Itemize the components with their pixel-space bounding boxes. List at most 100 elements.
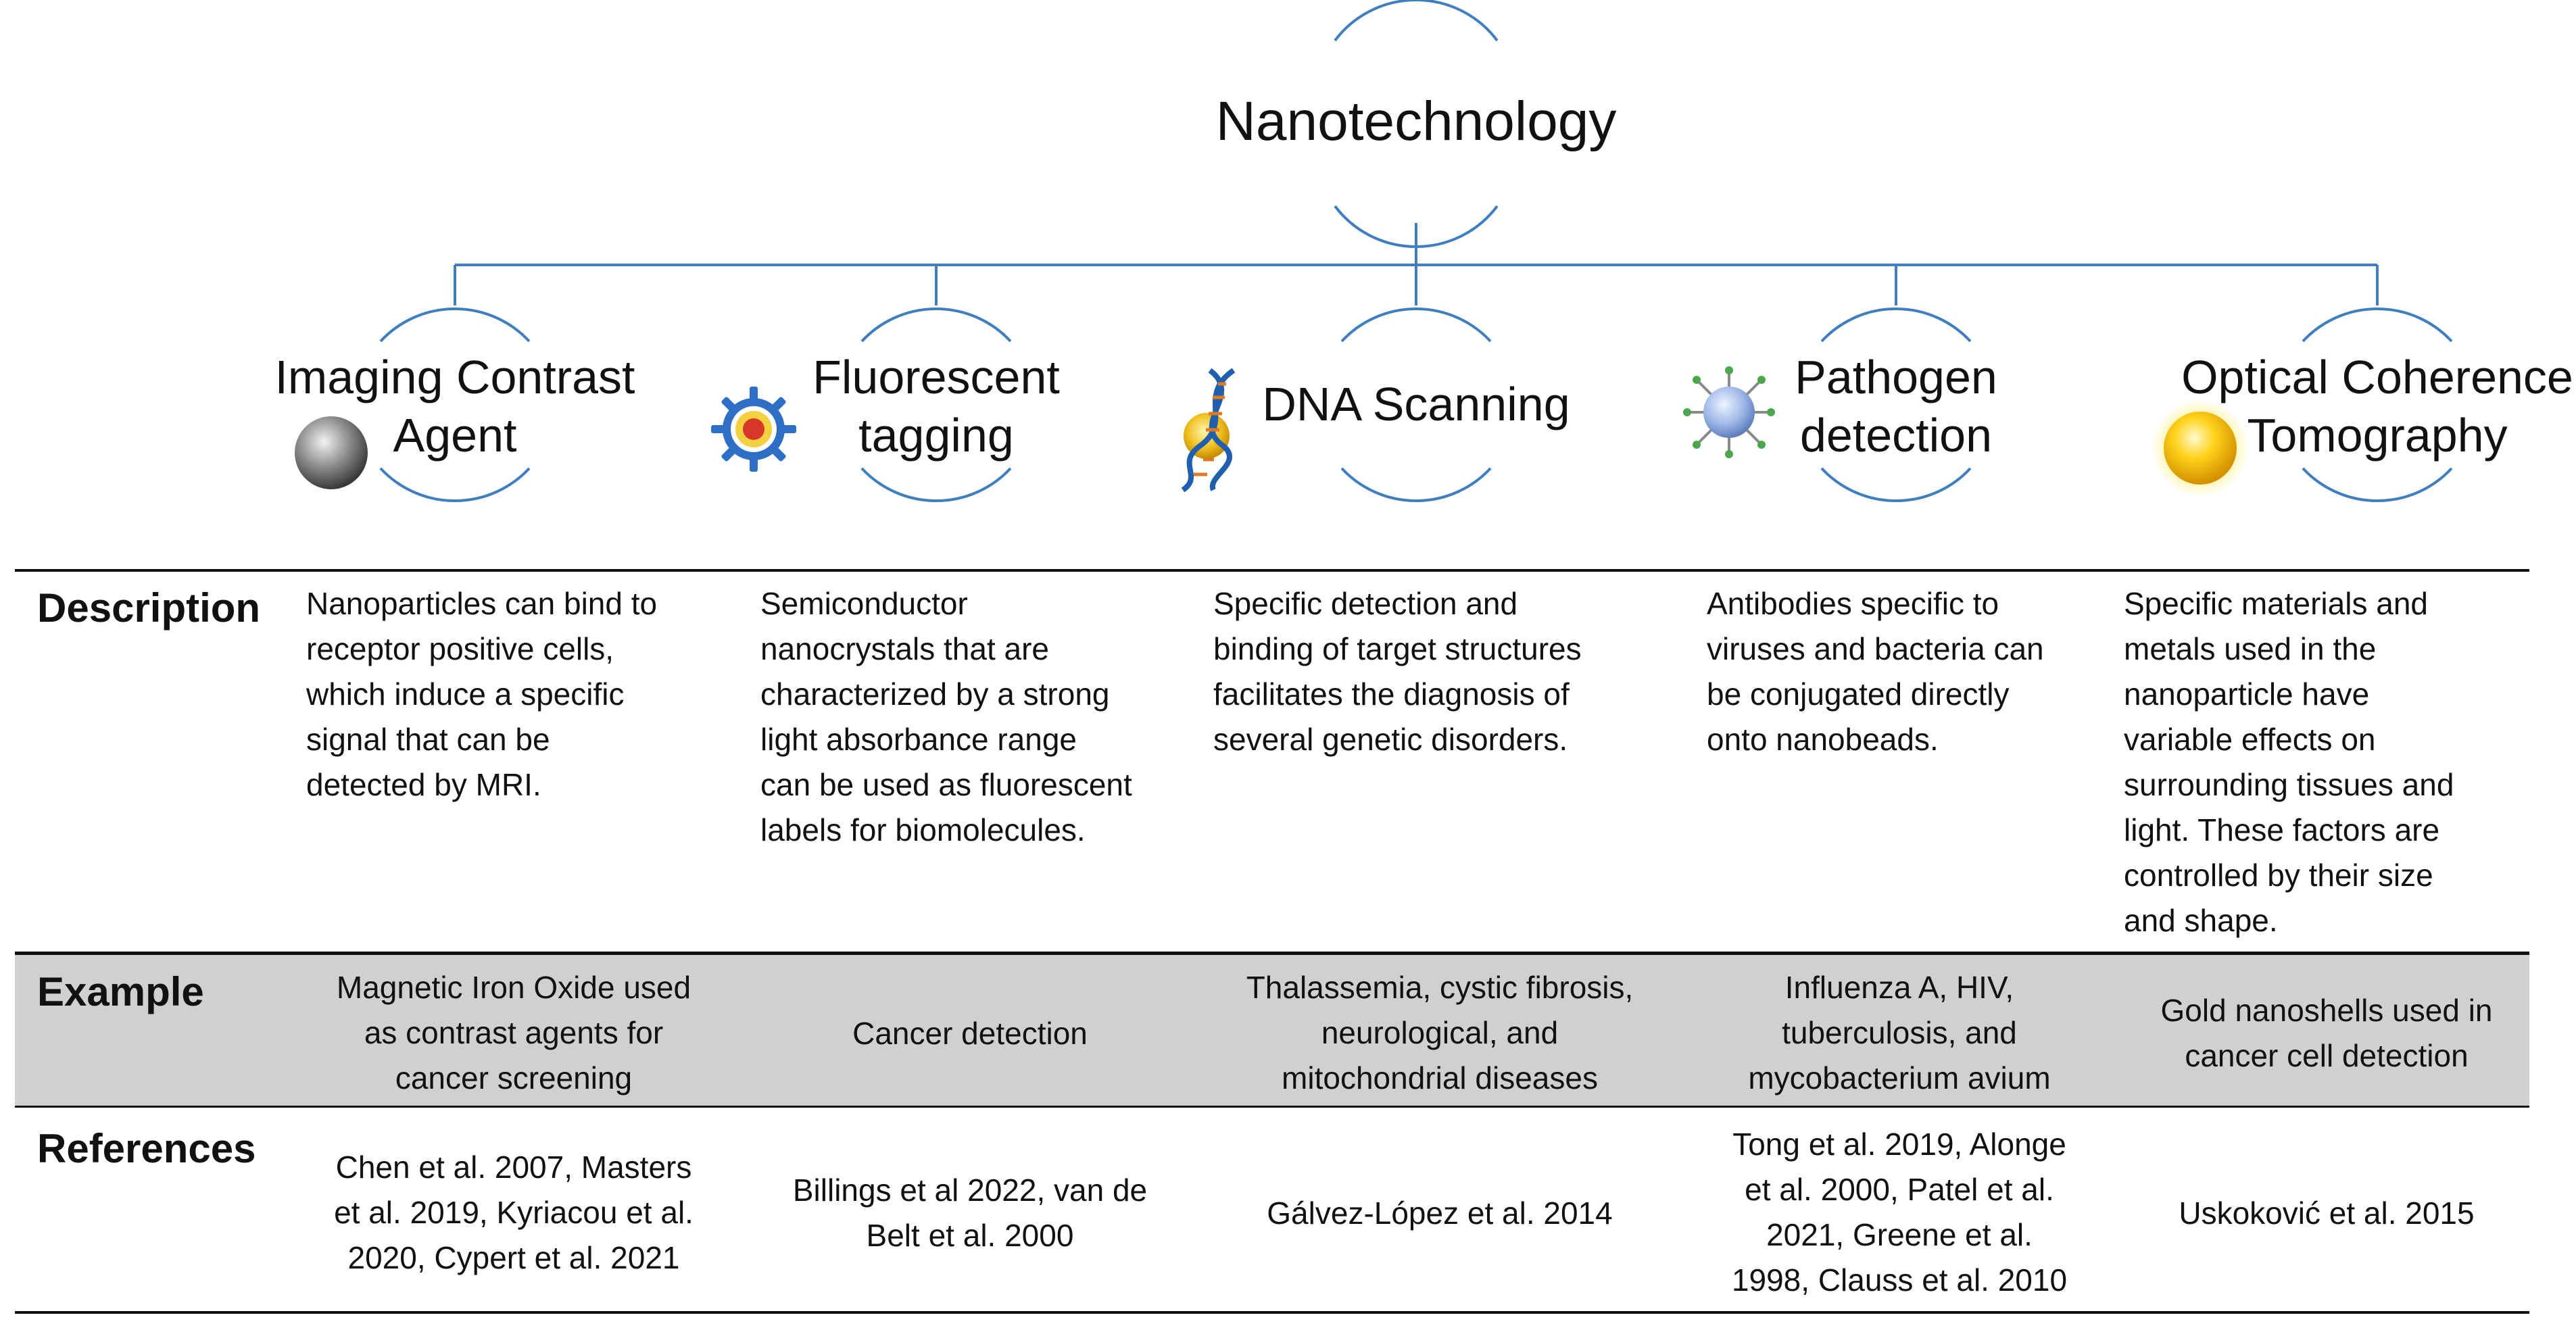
table-bottom-rule	[15, 1311, 2529, 1314]
branch-1-arc-top	[379, 307, 531, 343]
description-cell-1-line: Nanoparticles can bind to	[306, 586, 658, 621]
description-cell-1: Nanoparticles can bind to receptor posit…	[306, 581, 719, 808]
example-cell-3-line: mitochondrial diseases	[1282, 1060, 1598, 1095]
description-cell-1-line: signal that can be	[306, 722, 550, 757]
example-cell-1: Magnetic Iron Oxide used as contrast age…	[297, 965, 730, 1101]
branch-1-label-line-1: Imaging Contrast	[274, 351, 635, 403]
references-cell-1: Chen et al. 2007, Masters et al. 2019, K…	[297, 1145, 730, 1281]
branch-4-label-line-1: Pathogen	[1795, 351, 1997, 403]
branch-2-label-line-2: tagging	[858, 409, 1014, 462]
branch-5-label-line-1: Optical Coherence	[2181, 351, 2573, 403]
references-cell-4-line: 1998, Clauss et al. 2010	[1731, 1262, 2068, 1298]
branch-3-arc-bottom	[1340, 467, 1492, 502]
description-cell-2-line: light absorbance range	[760, 722, 1077, 757]
description-cell-5-line: controlled by their size	[2124, 858, 2433, 893]
example-cell-3-line: neurological, and	[1321, 1015, 1559, 1050]
description-cell-2-line: Semiconductor	[760, 586, 968, 621]
row-header-example: Example	[37, 969, 204, 1014]
references-cell-2: Billings et al 2022, van de Belt et al. …	[754, 1168, 1186, 1258]
description-cell-5-line: nanoparticle have	[2124, 676, 2370, 712]
branch-5-arc-bottom	[2302, 467, 2453, 502]
references-cell-2-line: Billings et al 2022, van de	[792, 1173, 1148, 1208]
branch-3-arc-top	[1340, 307, 1492, 343]
description-cell-5-line: light. These factors are	[2124, 812, 2440, 847]
description-cell-5-line: and shape.	[2124, 903, 2278, 938]
references-cell-4-line: 2021, Greene et al.	[1766, 1217, 2033, 1252]
references-cell-4: Tong et al. 2019, Alonge et al. 2000, Pa…	[1693, 1122, 2106, 1303]
gray-sphere-icon	[295, 416, 368, 489]
branch-3-label-line-1: DNA Scanning	[1262, 378, 1570, 430]
description-cell-3-line: binding of target structures	[1213, 631, 1582, 666]
description-cell-3-line: facilitates the diagnosis of	[1213, 676, 1570, 712]
quantum-dot-icon	[711, 387, 796, 472]
example-cell-2-line: Cancer detection	[852, 1016, 1088, 1051]
example-cell-5-line: Gold nanoshells used in	[2160, 993, 2493, 1028]
description-cell-4: Antibodies specific to viruses and bacte…	[1707, 581, 2112, 762]
references-cell-2-line: Belt et al. 2000	[866, 1218, 1074, 1253]
description-cell-4-line: be conjugated directly	[1707, 676, 2010, 712]
root-arc-top	[1334, 0, 1499, 42]
references-cell-5-line: Uskoković et al. 2015	[2179, 1196, 2475, 1231]
references-cell-3: Gálvez-López et al. 2014	[1210, 1191, 1670, 1236]
dna-helix-icon	[1181, 368, 1236, 493]
branch-4-label-line-2: detection	[1799, 409, 1993, 462]
description-cell-4-line: viruses and bacteria can	[1707, 631, 2044, 666]
example-cell-4-line: tuberculosis, and	[1782, 1015, 2017, 1050]
description-cell-5: Specific materials and metals used in th…	[2124, 581, 2529, 943]
references-cell-3-line: Gálvez-López et al. 2014	[1267, 1196, 1613, 1231]
branch-5-arc-top	[2302, 307, 2453, 343]
example-cell-4: Influenza A, HIV, tuberculosis, and myco…	[1693, 965, 2106, 1101]
example-cell-1-line: cancer screening	[395, 1060, 633, 1095]
description-cell-3-line: several genetic disorders.	[1213, 722, 1568, 757]
root-node-label: Nanotechnology	[1215, 91, 1617, 152]
example-cell-4-line: Influenza A, HIV,	[1784, 970, 2014, 1005]
branch-5-label-line-2: Tomography	[2247, 409, 2508, 462]
row-header-references: References	[37, 1126, 256, 1171]
branch-1-arc-bottom	[379, 467, 531, 502]
example-cell-5-line: cancer cell detection	[2185, 1038, 2469, 1073]
gold-sphere-icon	[2152, 399, 2249, 497]
branch-5-label: Optical Coherence Tomography	[2174, 348, 2576, 464]
antibody-nanobead-icon	[1683, 366, 1775, 458]
tree-diagram	[379, 0, 2453, 502]
references-cell-1-line: 2020, Cypert et al. 2021	[347, 1240, 680, 1275]
description-cell-3-line: Specific detection and	[1213, 586, 1518, 621]
references-cell-5: Uskoković et al. 2015	[2117, 1191, 2536, 1236]
description-cell-2-line: can be used as fluorescent	[760, 767, 1132, 802]
example-top-rule	[15, 952, 2529, 955]
branch-4-arc-bottom	[1820, 467, 1972, 502]
example-cell-5: Gold nanoshells used in cancer cell dete…	[2117, 988, 2536, 1079]
table-top-rule	[15, 569, 2529, 572]
example-cell-4-line: mycobacterium avium	[1748, 1060, 2051, 1095]
description-cell-3: Specific detection and binding of target…	[1213, 581, 1673, 762]
row-header-description: Description	[37, 585, 261, 631]
references-cell-1-line: et al. 2019, Kyriacou et al.	[334, 1195, 694, 1230]
description-cell-5-line: metals used in the	[2124, 631, 2377, 666]
description-cell-4-line: Antibodies specific to	[1707, 586, 1999, 621]
example-cell-1-line: Magnetic Iron Oxide used	[336, 970, 691, 1005]
references-cell-1-line: Chen et al. 2007, Masters	[335, 1150, 692, 1185]
branch-2-label: Fluorescent tagging	[733, 348, 1139, 464]
description-cell-5-line: variable effects on	[2124, 722, 2376, 757]
branch-1-label-line-2: Agent	[393, 409, 517, 462]
description-cell-4-line: onto nanobeads.	[1707, 722, 1939, 757]
description-cell-5-line: Specific materials and	[2124, 586, 2428, 621]
description-cell-1-line: receptor positive cells,	[306, 631, 614, 666]
description-cell-5-line: surrounding tissues and	[2124, 767, 2454, 802]
references-cell-4-line: Tong et al. 2019, Alonge	[1732, 1127, 2066, 1162]
branch-1-label: Imaging Contrast Agent	[252, 348, 658, 464]
branch-4-label: Pathogen detection	[1693, 348, 2099, 464]
example-cell-3-line: Thalassemia, cystic fibrosis,	[1246, 970, 1634, 1005]
references-cell-4-line: et al. 2000, Patel et al.	[1745, 1172, 2054, 1207]
description-cell-2-line: nanocrystals that are	[760, 631, 1050, 666]
description-cell-2-line: characterized by a strong	[760, 676, 1110, 712]
example-cell-1-line: as contrast agents for	[364, 1015, 664, 1050]
branch-2-label-line-1: Fluorescent	[812, 351, 1060, 403]
branch-4-arc-top	[1820, 307, 1972, 343]
description-cell-1-line: detected by MRI.	[306, 767, 541, 802]
branch-2-arc-top	[860, 307, 1012, 343]
example-cell-2: Cancer detection	[754, 1011, 1186, 1056]
description-cell-1-line: which induce a specific	[306, 676, 625, 712]
description-cell-2: Semiconductor nanocrystals that are char…	[760, 581, 1180, 853]
description-cell-2-line: labels for biomolecules.	[760, 812, 1086, 847]
